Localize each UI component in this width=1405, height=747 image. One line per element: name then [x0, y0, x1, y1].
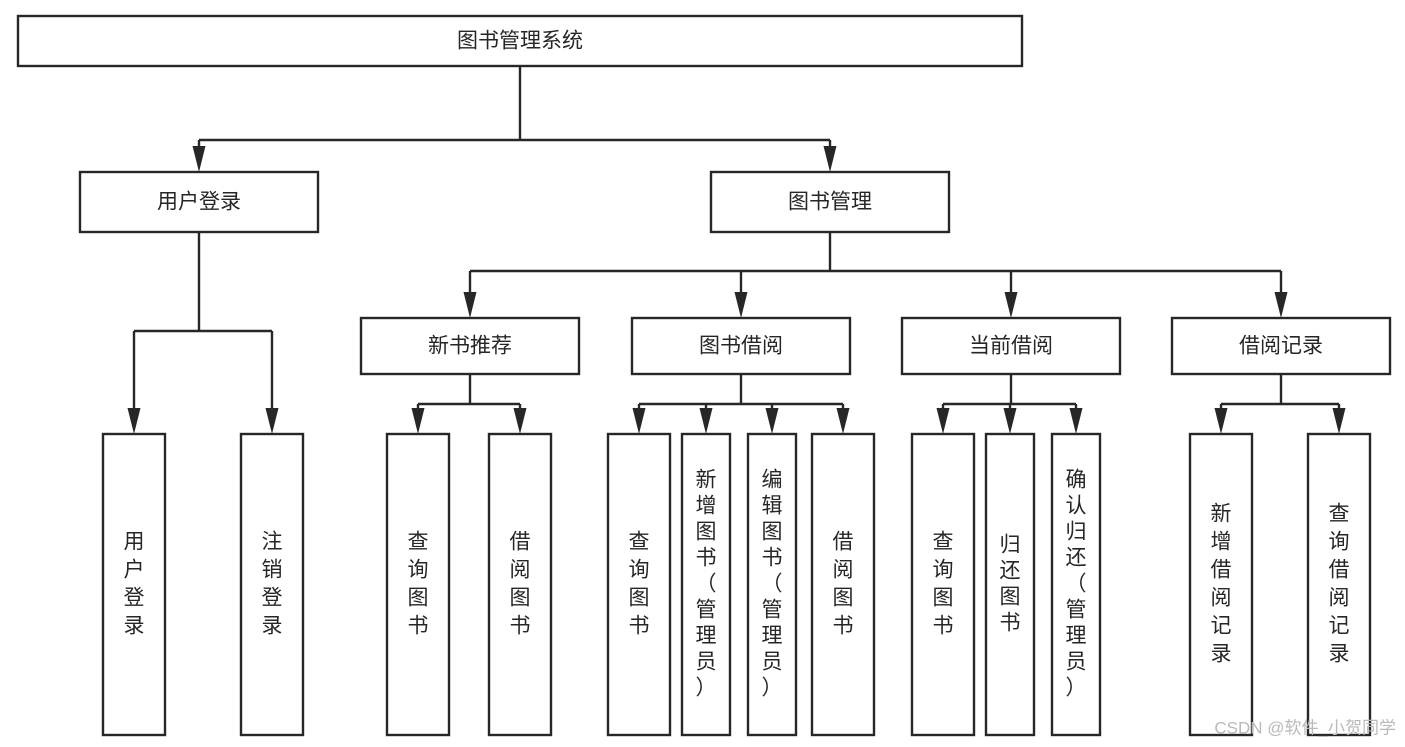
node-label-new-book-recommend: 新书推荐	[428, 335, 512, 358]
csdn-watermark: CSDN @软件_小贺同学	[1214, 718, 1396, 737]
node-label-book-borrow: 图书借阅	[699, 335, 783, 358]
node-box-leaf-confirm-return	[1050, 432, 1102, 737]
node-box-leaf-borrow-book-1	[487, 432, 553, 737]
arrow-head-icon	[513, 408, 527, 434]
arrow-head-icon	[1274, 292, 1288, 318]
node-leaf-user-login[interactable]: 用户登录	[101, 432, 167, 737]
node-label-leaf-user-login: 用户登录	[124, 530, 145, 637]
node-label-leaf-query-book-2: 查询图书	[629, 530, 650, 637]
node-book-borrow[interactable]: 图书借阅	[630, 316, 852, 376]
arrow-head-icon	[1003, 408, 1017, 434]
connector-layer	[127, 66, 1346, 434]
node-leaf-logout[interactable]: 注销登录	[239, 432, 305, 737]
arrow-head-icon	[127, 408, 141, 434]
node-leaf-query-record[interactable]: 查询借阅记录	[1306, 432, 1372, 737]
node-borrow-record[interactable]: 借阅记录	[1170, 316, 1392, 376]
node-label-leaf-logout: 注销登录	[262, 530, 283, 637]
node-user-login[interactable]: 用户登录	[78, 170, 320, 234]
arrow-head-icon	[765, 408, 779, 434]
node-new-book-recommend[interactable]: 新书推荐	[359, 316, 581, 376]
arrow-head-icon	[1069, 408, 1083, 434]
node-current-borrow[interactable]: 当前借阅	[900, 316, 1122, 376]
node-box-user-login	[78, 170, 320, 234]
node-box-book-manage	[709, 170, 951, 234]
arrow-head-icon	[411, 408, 425, 434]
node-box-leaf-query-book-2	[606, 432, 672, 737]
node-label-leaf-edit-book-admin: 编辑图书（管理员）	[762, 468, 783, 699]
node-label-leaf-add-book-admin: 新增图书（管理员）	[696, 468, 717, 699]
node-box-leaf-add-book-admin	[680, 432, 732, 737]
node-box-leaf-edit-book-admin	[746, 432, 798, 737]
node-label-user-login: 用户登录	[157, 191, 241, 214]
node-box-borrow-record	[1170, 316, 1392, 376]
node-label-leaf-confirm-return: 确认归还（管理员）	[1066, 468, 1087, 699]
node-book-manage[interactable]: 图书管理	[709, 170, 951, 234]
node-root[interactable]: 图书管理系统	[16, 14, 1024, 68]
node-leaf-borrow-book-1[interactable]: 借阅图书	[487, 432, 553, 737]
node-box-leaf-query-record	[1306, 432, 1372, 737]
arrow-head-icon	[463, 292, 477, 318]
arrow-head-icon	[632, 408, 646, 434]
arrow-head-icon	[1214, 408, 1228, 434]
node-label-current-borrow: 当前借阅	[969, 335, 1053, 358]
node-label-leaf-borrow-book-2: 借阅图书	[833, 530, 854, 637]
arrow-head-icon	[734, 292, 748, 318]
node-leaf-query-book-3[interactable]: 查询图书	[910, 432, 976, 737]
node-label-leaf-query-book-3: 查询图书	[933, 530, 954, 637]
arrow-head-icon	[936, 408, 950, 434]
node-box-leaf-add-record	[1188, 432, 1254, 737]
node-leaf-borrow-book-2[interactable]: 借阅图书	[810, 432, 876, 737]
node-label-leaf-add-record: 新增借阅记录	[1211, 502, 1232, 665]
arrow-head-icon	[699, 408, 713, 434]
node-leaf-confirm-return[interactable]: 确认归还（管理员）	[1050, 432, 1102, 737]
node-label-root: 图书管理系统	[457, 30, 583, 53]
node-box-current-borrow	[900, 316, 1122, 376]
node-leaf-add-book-admin[interactable]: 新增图书（管理员）	[680, 432, 732, 737]
node-leaf-query-book-2[interactable]: 查询图书	[606, 432, 672, 737]
node-leaf-add-record[interactable]: 新增借阅记录	[1188, 432, 1254, 737]
node-box-book-borrow	[630, 316, 852, 376]
node-box-leaf-return-book	[984, 432, 1036, 737]
arrow-head-icon	[265, 408, 279, 434]
arrow-head-icon	[1004, 292, 1018, 318]
node-layer: 图书管理系统用户登录图书管理新书推荐图书借阅当前借阅借阅记录用户登录注销登录查询…	[16, 14, 1392, 737]
node-leaf-return-book[interactable]: 归还图书	[984, 432, 1036, 737]
node-box-leaf-user-login	[101, 432, 167, 737]
node-leaf-query-book-1[interactable]: 查询图书	[385, 432, 451, 737]
arrow-head-icon	[823, 146, 837, 172]
arrow-head-icon	[1332, 408, 1346, 434]
node-label-leaf-borrow-book-1: 借阅图书	[510, 530, 531, 637]
node-label-leaf-query-record: 查询借阅记录	[1329, 502, 1350, 665]
node-box-leaf-borrow-book-2	[810, 432, 876, 737]
arrow-head-icon	[192, 146, 206, 172]
node-label-book-manage: 图书管理	[788, 191, 872, 214]
node-label-borrow-record: 借阅记录	[1239, 335, 1323, 358]
arrow-head-icon	[836, 408, 850, 434]
node-box-leaf-logout	[239, 432, 305, 737]
node-box-leaf-query-book-3	[910, 432, 976, 737]
node-box-root	[16, 14, 1024, 68]
node-box-leaf-query-book-1	[385, 432, 451, 737]
node-leaf-edit-book-admin[interactable]: 编辑图书（管理员）	[746, 432, 798, 737]
node-label-leaf-query-book-1: 查询图书	[408, 530, 429, 637]
node-box-new-book-recommend	[359, 316, 581, 376]
node-label-leaf-return-book: 归还图书	[1000, 533, 1021, 634]
